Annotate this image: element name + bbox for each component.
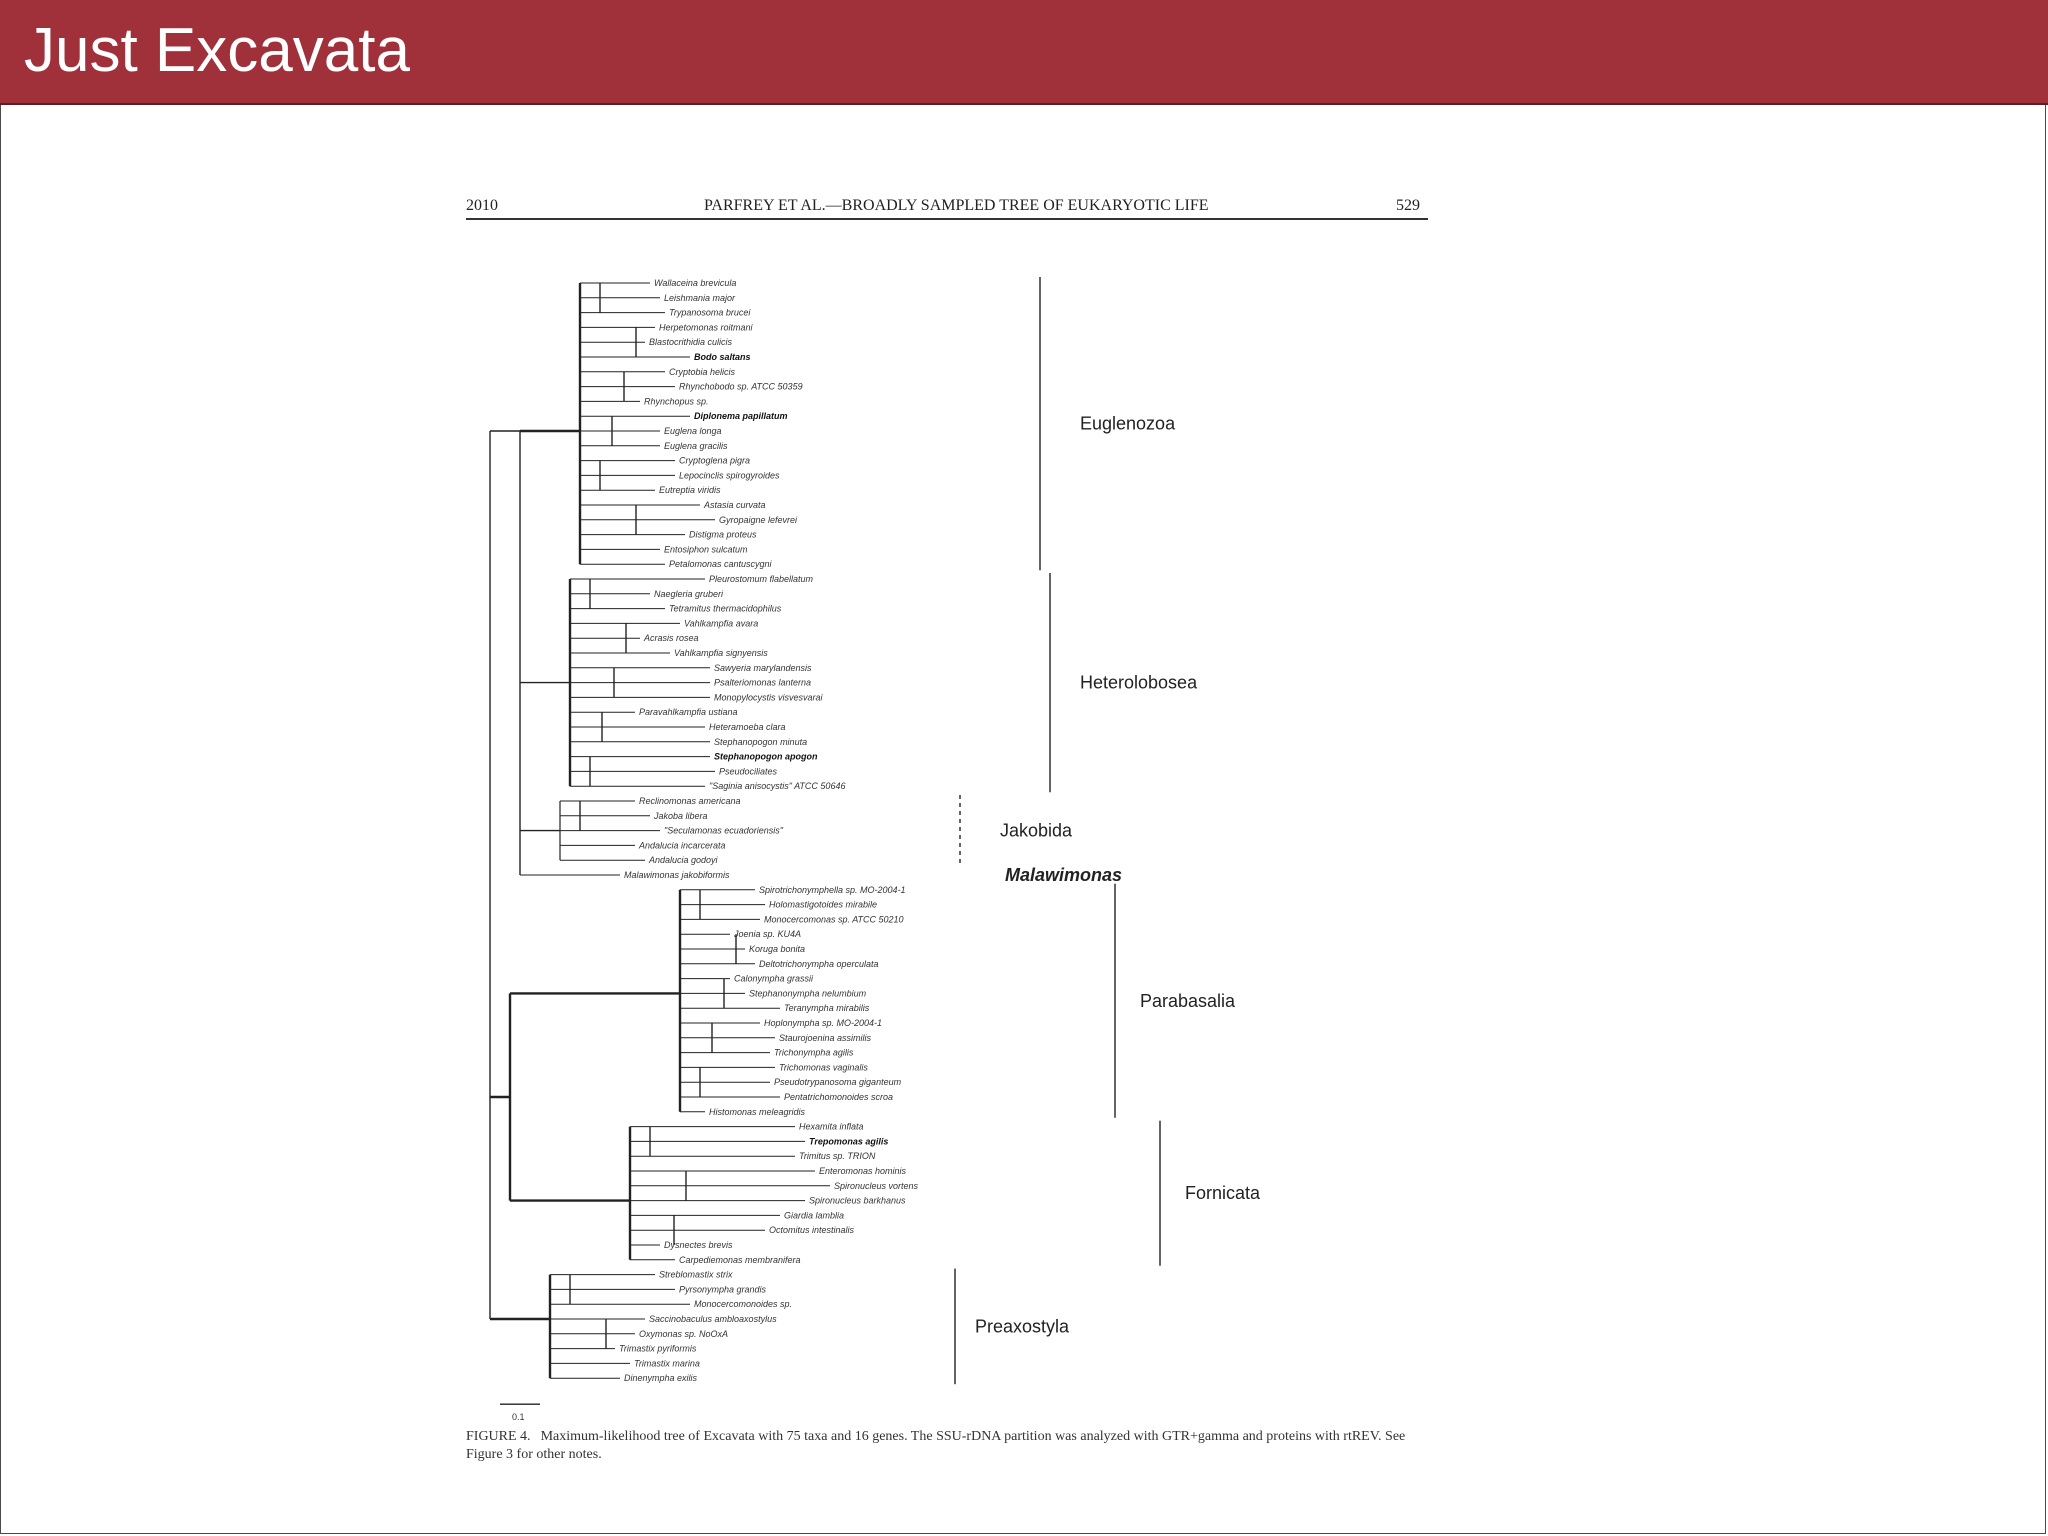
taxon-label: Saccinobaculus ambloaxostylus — [649, 1314, 777, 1324]
taxon-label: Petalomonas cantuscygni — [669, 559, 773, 569]
taxon-label: Stephanopogon minuta — [714, 737, 807, 747]
taxon-label: Entosiphon sulcatum — [664, 544, 748, 554]
caption-text: Maximum-likelihood tree of Excavata with… — [466, 1429, 1406, 1462]
clade-label: Preaxostyla — [975, 1316, 1070, 1336]
taxon-label: Stephanonympha nelumbium — [749, 988, 867, 998]
taxon-label: Hoplonympha sp. MO-2004-1 — [764, 1018, 882, 1028]
taxon-label: Diplonema papillatum — [694, 411, 788, 421]
taxon-label: Reclinomonas americana — [639, 796, 741, 806]
taxon-label: Joenia sp. KU4A — [733, 929, 801, 939]
taxon-label: Deltotrichonympha operculata — [759, 959, 879, 969]
clade-label: Heterolobosea — [1080, 673, 1198, 693]
taxon-label: "Saginia anisocystis" ATCC 50646 — [709, 781, 845, 791]
taxon-label: Malawimonas jakobiformis — [624, 870, 730, 880]
taxon-label: Trichomonas vaginalis — [779, 1062, 868, 1072]
taxon-label: Trichonympha agilis — [774, 1048, 854, 1058]
taxon-label: Pentatrichomonoides scroa — [784, 1092, 893, 1102]
taxon-label: Andalucia incarcerata — [638, 840, 726, 850]
taxon-label: Pseudociliates — [719, 766, 778, 776]
taxon-label: Histomonas meleagridis — [709, 1107, 806, 1117]
header-page-number: 529 — [1396, 197, 1420, 214]
taxon-label: Calonympha grassii — [734, 974, 814, 984]
slide-title: Just Excavata — [24, 16, 410, 85]
taxon-label: Acrasis rosea — [643, 633, 699, 643]
taxon-label: Wallaceina brevicula — [654, 278, 736, 288]
taxon-label: Trepomonas agilis — [809, 1136, 888, 1146]
taxon-label: Naegleria gruberi — [654, 589, 724, 599]
taxon-label: Bodo saltans — [694, 352, 751, 362]
taxon-label: Monocercomonoides sp. — [694, 1299, 792, 1309]
clade-label: Malawimonas — [1005, 865, 1122, 885]
taxon-label: Psalteriomonas lanterna — [714, 678, 811, 688]
taxon-label: Lepocinclis spirogyroides — [679, 470, 780, 480]
taxon-label: Jakoba libera — [653, 811, 708, 821]
taxon-label: Stephanopogon apogon — [714, 752, 818, 762]
taxon-label: Cryptobia helicis — [669, 367, 736, 377]
taxon-label: Vahlkampfia signyensis — [674, 648, 768, 658]
clade-label: Fornicata — [1185, 1183, 1261, 1203]
taxon-label: Herpetomonas roitmani — [659, 322, 754, 332]
taxon-label: Streblomastix strix — [659, 1270, 733, 1280]
taxon-label: Enteromonas hominis — [819, 1166, 907, 1176]
taxon-label: "Seculamonas ecuadoriensis" — [664, 826, 784, 836]
taxon-label: Euglena gracilis — [664, 441, 728, 451]
title-bar: Just Excavata — [0, 0, 2048, 105]
taxon-label: Spironucleus vortens — [834, 1181, 919, 1191]
clade-label: Jakobida — [1000, 821, 1073, 841]
taxon-label: Dinenympha exilis — [624, 1373, 698, 1383]
taxon-label: Trimastix pyriformis — [619, 1344, 697, 1354]
taxon-label: Pseudotrypanosoma giganteum — [774, 1077, 902, 1087]
taxon-label: Vahlkampfia avara — [684, 618, 758, 628]
taxon-label: Spirotrichonymphella sp. MO-2004-1 — [759, 885, 906, 895]
taxon-label: Monopylocystis visvesvarai — [714, 692, 824, 702]
clade-label: Parabasalia — [1140, 991, 1236, 1011]
taxon-label: Dysnectes brevis — [664, 1240, 733, 1250]
taxon-label: Monocercomonas sp. ATCC 50210 — [764, 914, 904, 924]
taxon-label: Spironucleus barkhanus — [809, 1196, 906, 1206]
taxon-label: Paravahlkampfia ustiana — [639, 707, 738, 717]
taxon-label: Hexamita inflata — [799, 1122, 864, 1132]
header-year: 2010 — [466, 197, 498, 214]
taxon-label: Blastocrithidia culicis — [649, 337, 733, 347]
taxon-label: Andalucia godoyi — [648, 855, 719, 865]
taxon-label: Staurojoenina assimilis — [779, 1033, 872, 1043]
taxon-label: Pleurostomum flabellatum — [709, 574, 814, 584]
taxon-label: Distigma proteus — [689, 530, 757, 540]
scale-bar-label: 0.1 — [512, 1412, 525, 1422]
taxon-label: Trimastix marina — [634, 1358, 700, 1368]
figure-caption: FIGURE 4.Maximum-likelihood tree of Exca… — [466, 1428, 1436, 1464]
taxon-label: Leishmania major — [664, 293, 736, 303]
taxon-label: Heteramoeba clara — [709, 722, 786, 732]
taxon-label: Astasia curvata — [703, 500, 766, 510]
figure-image: 2010 PARFREY ET AL.—BROADLY SAMPLED TREE… — [460, 185, 1460, 1465]
caption-label: FIGURE 4. — [466, 1429, 531, 1444]
header-rule — [466, 218, 1428, 220]
taxon-label: Giardia lamblia — [784, 1210, 844, 1220]
taxon-label: Carpediemonas membranifera — [679, 1255, 801, 1265]
taxon-label: Cryptoglena pigra — [679, 456, 750, 466]
taxon-label: Octomitus intestinalis — [769, 1225, 855, 1235]
taxon-label: Pyrsonympha grandis — [679, 1284, 767, 1294]
taxon-label: Eutreptia viridis — [659, 485, 721, 495]
taxon-label: Tetramitus thermacidophilus — [669, 604, 782, 614]
taxon-label: Teranympha mirabilis — [784, 1003, 870, 1013]
taxon-label: Holomastigotoides mirabile — [769, 900, 877, 910]
taxon-label: Trypanosoma brucei — [669, 308, 751, 318]
taxon-label: Sawyeria marylandensis — [714, 663, 812, 673]
header-running-title: PARFREY ET AL.—BROADLY SAMPLED TREE OF E… — [704, 197, 1209, 214]
taxon-label: Oxymonas sp. NoOxA — [639, 1329, 728, 1339]
clade-label: Euglenozoa — [1080, 414, 1176, 434]
taxon-label: Koruga bonita — [749, 944, 805, 954]
taxon-label: Trimitus sp. TRION — [799, 1151, 876, 1161]
taxon-label: Rhynchobodo sp. ATCC 50359 — [679, 382, 803, 392]
taxon-label: Rhynchopus sp. — [644, 396, 709, 406]
taxon-label: Gyropaigne lefevrei — [719, 515, 798, 525]
taxon-label: Euglena longa — [664, 426, 722, 436]
